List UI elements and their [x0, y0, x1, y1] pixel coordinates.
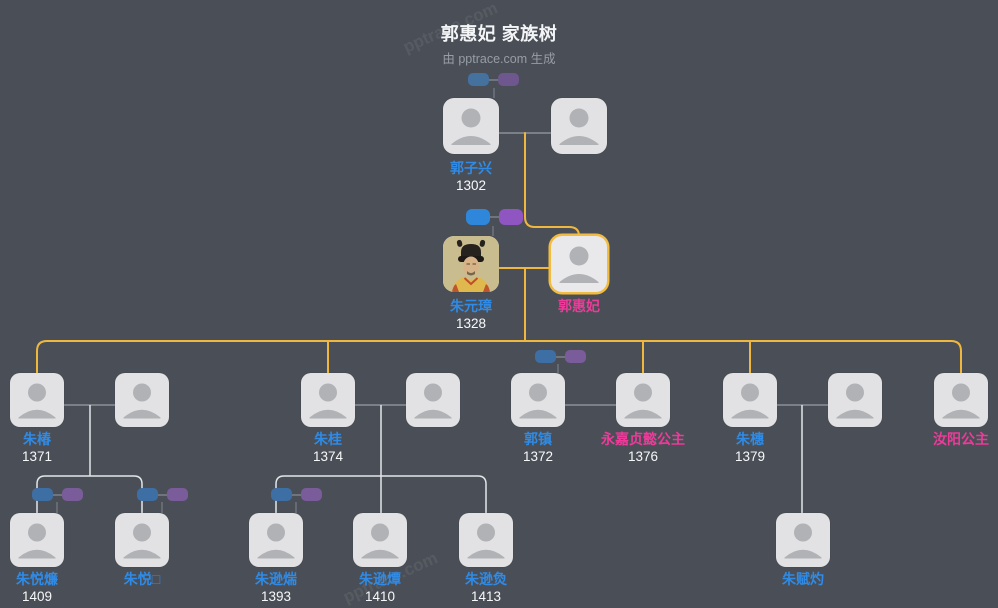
husband-pill-icon [466, 209, 490, 225]
collapsed-couple-toggle[interactable] [468, 73, 519, 86]
person-placeholder-icon [784, 523, 822, 559]
wife-pill-icon [565, 350, 586, 363]
person-card-spouse[interactable] [828, 373, 882, 427]
person-placeholder-icon [467, 523, 505, 559]
person-placeholder-icon [731, 383, 769, 419]
avatar [249, 513, 303, 567]
person-placeholder-icon [18, 523, 56, 559]
person-placeholder-icon [519, 383, 557, 419]
wife-pill-icon [301, 488, 322, 501]
page-title: 郭惠妃 家族树 [440, 24, 558, 44]
person-placeholder-icon [942, 383, 980, 419]
person-placeholder-icon [624, 383, 662, 419]
person-placeholder-icon [18, 383, 56, 419]
avatar [828, 373, 882, 427]
person-placeholder-icon [361, 523, 399, 559]
avatar [934, 373, 988, 427]
person-placeholder-icon [836, 383, 874, 419]
child-lines [36, 405, 803, 514]
person-card-ruyang-princess[interactable]: 汝阳公主 [933, 373, 989, 447]
generator-credit: 由 pptrace.com 生成 [442, 52, 556, 66]
wife-pill-icon [62, 488, 83, 501]
collapsed-couple-toggle[interactable] [32, 488, 83, 501]
avatar [551, 236, 607, 292]
avatar [776, 513, 830, 567]
couple-link-icon [490, 216, 499, 218]
person-placeholder-icon [451, 108, 491, 145]
zhu-yuanzhang-portrait [443, 236, 499, 292]
collapsed-couple-toggle[interactable] [466, 209, 523, 225]
avatar [115, 513, 169, 567]
person-card-spouse[interactable] [406, 373, 460, 427]
person-placeholder-icon [123, 523, 161, 559]
avatar [511, 373, 565, 427]
husband-pill-icon [271, 488, 292, 501]
avatar [459, 513, 513, 567]
person-placeholder-icon [414, 383, 452, 419]
person-placeholder-icon [559, 108, 599, 145]
person-placeholder-icon [559, 246, 599, 283]
wife-pill-icon [167, 488, 188, 501]
person-card-zhu-fuzhuo[interactable]: 朱赋灼 [776, 513, 830, 587]
avatar [551, 98, 607, 154]
couple-link-icon [292, 493, 301, 496]
collapsed-couple-toggle[interactable] [271, 488, 322, 501]
person-placeholder-icon [123, 383, 161, 419]
person-placeholder-icon [257, 523, 295, 559]
emperor-portrait-icon [443, 236, 499, 292]
avatar [301, 373, 355, 427]
avatar [616, 373, 670, 427]
couple-link-icon [556, 355, 565, 358]
avatar [406, 373, 460, 427]
husband-pill-icon [32, 488, 53, 501]
husband-pill-icon [137, 488, 158, 501]
person-card-guo-huifei[interactable]: 郭惠妃 [551, 236, 607, 314]
couple-link-icon [53, 493, 62, 496]
couple-link-icon [489, 78, 498, 81]
avatar [353, 513, 407, 567]
couple-link-icon [158, 493, 167, 496]
wife-pill-icon [498, 73, 519, 86]
avatar [10, 373, 64, 427]
avatar [723, 373, 777, 427]
avatar [10, 513, 64, 567]
person-card-spouse[interactable] [551, 98, 607, 154]
avatar [443, 98, 499, 154]
toggle-stub-lines [56, 88, 559, 513]
collapsed-couple-toggle[interactable] [137, 488, 188, 501]
avatar [115, 373, 169, 427]
husband-pill-icon [468, 73, 489, 86]
lineage-lines [36, 132, 962, 375]
husband-pill-icon [535, 350, 556, 363]
wife-pill-icon [499, 209, 523, 225]
person-placeholder-icon [309, 383, 347, 419]
person-card-zhu-yue[interactable]: 朱悦□ [115, 513, 169, 587]
collapsed-couple-toggle[interactable] [535, 350, 586, 363]
person-card-spouse[interactable] [115, 373, 169, 427]
